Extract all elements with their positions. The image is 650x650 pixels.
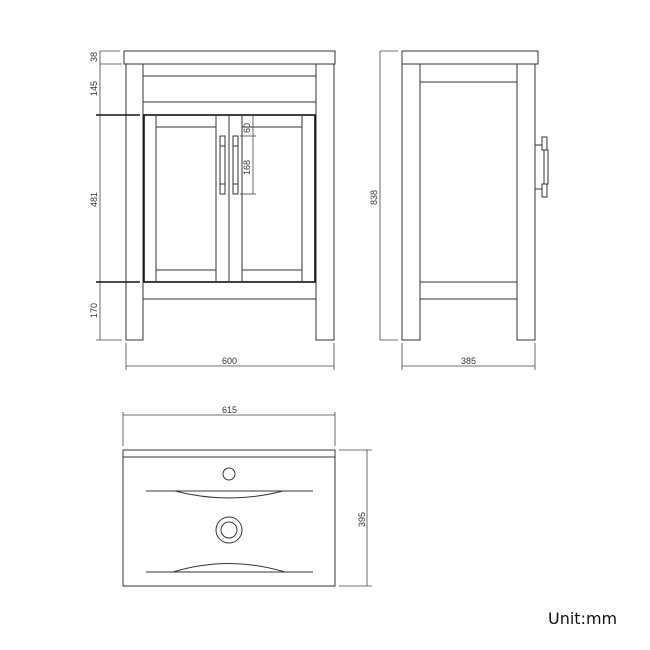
dim-front-width: 600: [222, 356, 237, 366]
side-countertop: [401, 50, 539, 65]
front-countertop: [123, 50, 336, 65]
dim-side-depth: 385: [461, 356, 476, 366]
dim-apron-height: 145: [89, 81, 99, 96]
drain-inner: [220, 521, 238, 539]
dim-handle-offset: 60: [242, 123, 252, 133]
right-door: [228, 115, 303, 282]
dim-leg-height: 170: [89, 303, 99, 318]
unit-label: Unit:mm: [548, 609, 618, 628]
side-dimension-lines: [379, 50, 536, 370]
basin-outline: [122, 449, 336, 587]
front-view: [123, 50, 336, 341]
dim-basin-depth: 395: [357, 512, 367, 527]
door-handles: [219, 135, 239, 195]
drain-outer: [215, 516, 243, 544]
dim-handle-length: 168: [242, 160, 252, 175]
side-handle: [535, 136, 549, 198]
side-view: [401, 50, 549, 341]
basin-top-view: [122, 449, 336, 587]
dim-total-height: 838: [369, 190, 379, 205]
left-door: [155, 115, 230, 282]
dim-door-height: 481: [89, 192, 99, 207]
dim-basin-width: 615: [222, 405, 237, 415]
side-front-leg: [516, 63, 536, 341]
basin-dimension-lines: [122, 412, 372, 587]
dim-top-thickness: 38: [89, 52, 99, 62]
side-back-leg: [401, 63, 421, 341]
tap-hole: [222, 467, 236, 481]
front-right-leg: [315, 63, 335, 341]
front-dimension-lines: [96, 50, 335, 370]
front-left-leg: [125, 63, 144, 341]
